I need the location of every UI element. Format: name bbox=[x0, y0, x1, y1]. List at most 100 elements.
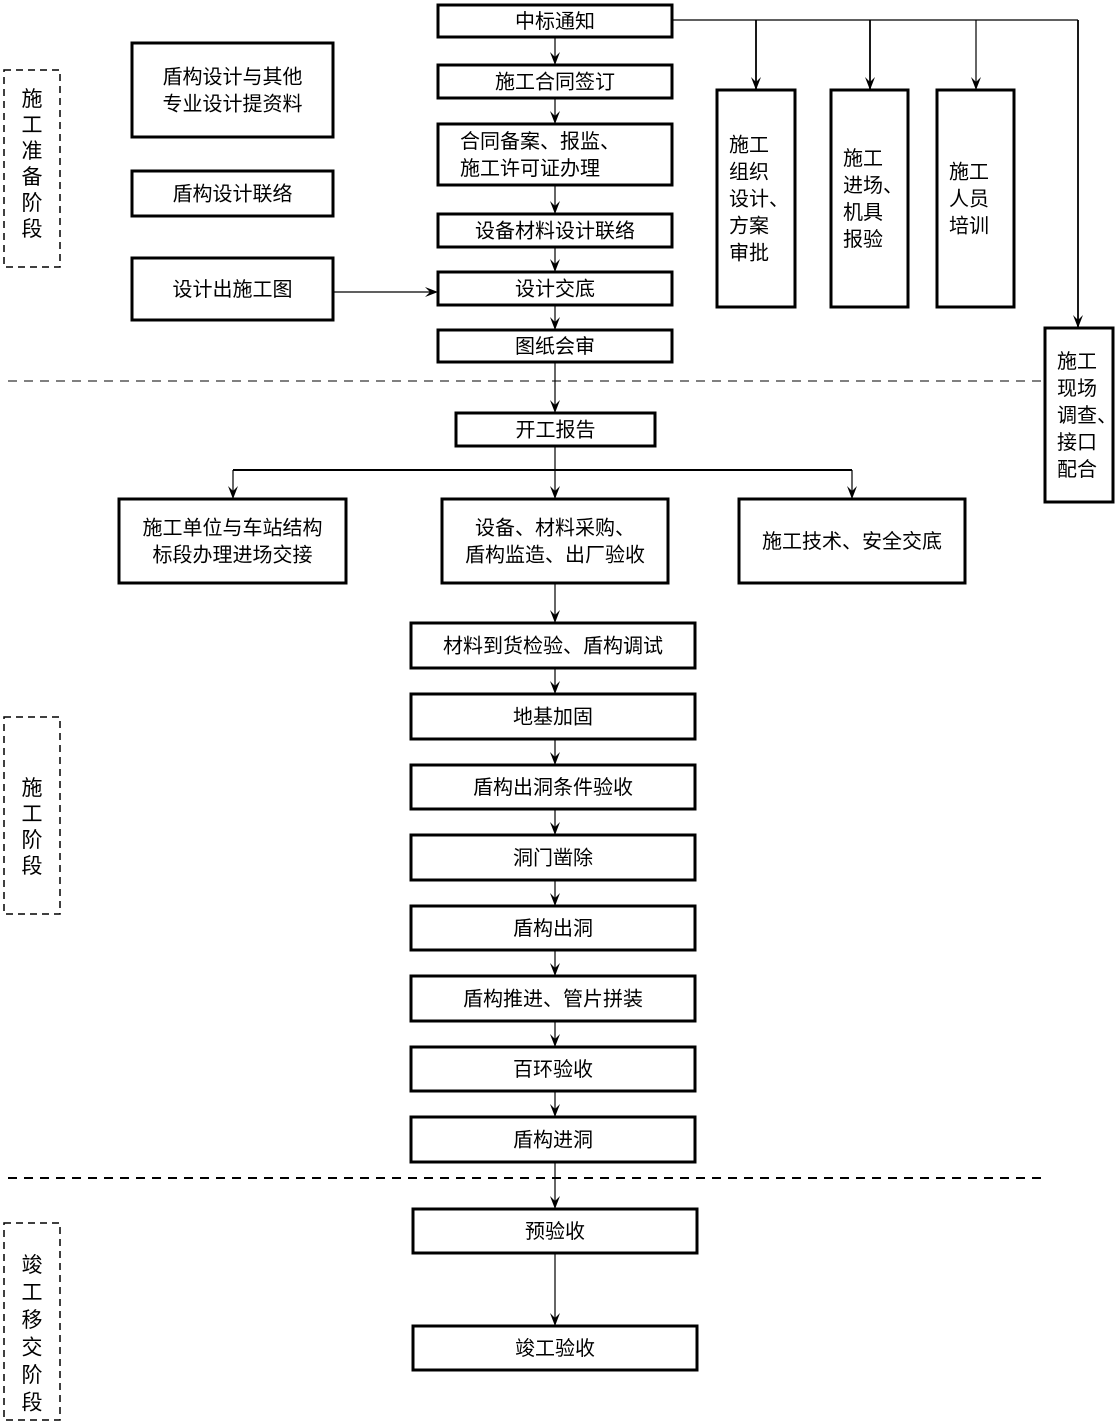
flow-node-dgsj2: 盾构设计联络 bbox=[130, 169, 335, 218]
stage-label-char: 竣 bbox=[22, 1253, 43, 1277]
flow-node-kgbg: 开工报告 bbox=[454, 411, 657, 448]
stage-label-char: 阶 bbox=[22, 828, 43, 852]
node-box bbox=[409, 763, 697, 811]
arrowhead bbox=[550, 1104, 560, 1117]
node-label: 预验收 bbox=[525, 1219, 585, 1243]
flow-node-yys: 预验收 bbox=[411, 1207, 699, 1255]
node-box bbox=[436, 212, 674, 249]
flow-node-bhys: 百环验收 bbox=[409, 1045, 697, 1093]
node-label: 机具 bbox=[843, 200, 883, 224]
node-box bbox=[715, 88, 797, 309]
node-label: 施工技术、安全交底 bbox=[762, 529, 942, 553]
stage-label-char: 施 bbox=[22, 87, 43, 111]
node-label: 中标通知 bbox=[515, 9, 595, 33]
flow-node-sjct: 设计出施工图 bbox=[130, 256, 335, 322]
node-box bbox=[436, 122, 674, 187]
arrowhead bbox=[847, 486, 857, 499]
node-label: 盾构设计联络 bbox=[173, 181, 293, 205]
flow-node-jgys: 竣工验收 bbox=[411, 1324, 699, 1372]
stage-label-char: 工 bbox=[22, 802, 43, 826]
node-label: 百环验收 bbox=[513, 1057, 593, 1081]
node-label: 方案 bbox=[729, 213, 769, 237]
node-box bbox=[436, 270, 674, 307]
arrowhead bbox=[228, 486, 238, 499]
stage-label-char: 交 bbox=[22, 1336, 43, 1360]
arrowhead bbox=[550, 752, 560, 765]
node-label: 盾构进洞 bbox=[513, 1127, 593, 1151]
node-label: 施工 bbox=[843, 146, 883, 170]
flow-node-dgjd: 盾构进洞 bbox=[409, 1115, 697, 1164]
flow-nodes: 中标通知施工合同签订合同备案、报监、施工许可证办理设备材料设计联络设计交底图纸会… bbox=[117, 3, 1117, 1372]
flow-node-zbtz: 中标通知 bbox=[436, 3, 674, 39]
node-box bbox=[409, 1115, 697, 1164]
stage-label-char: 阶 bbox=[22, 191, 43, 215]
node-box bbox=[454, 411, 657, 448]
arrowhead bbox=[550, 1034, 560, 1047]
arrowhead bbox=[550, 486, 560, 499]
node-label: 开工报告 bbox=[516, 417, 596, 441]
stage-label-char: 工 bbox=[22, 1281, 43, 1305]
node-box bbox=[737, 497, 967, 585]
node-box bbox=[117, 497, 348, 585]
flow-node-dgtj: 盾构推进、管片拼装 bbox=[409, 974, 697, 1023]
node-label: 施工许可证办理 bbox=[460, 156, 600, 180]
flow-node-htqd: 施工合同签订 bbox=[436, 63, 674, 100]
node-label: 盾构设计与其他 bbox=[163, 64, 303, 88]
node-label: 施工 bbox=[729, 132, 769, 156]
node-box bbox=[436, 63, 674, 100]
stage-label-char: 阶 bbox=[22, 1363, 43, 1387]
arrowhead bbox=[550, 111, 560, 124]
arrowhead bbox=[751, 77, 761, 90]
node-label: 标段办理进场交接 bbox=[153, 542, 313, 566]
arrowhead bbox=[550, 400, 560, 413]
arrowhead bbox=[550, 201, 560, 214]
arrowhead bbox=[550, 52, 560, 65]
node-label: 配合 bbox=[1057, 457, 1097, 481]
node-box bbox=[130, 256, 335, 322]
node-box bbox=[411, 1324, 699, 1372]
node-label: 洞门凿除 bbox=[513, 845, 593, 869]
node-box bbox=[436, 3, 674, 39]
node-label: 接口 bbox=[1057, 430, 1097, 454]
node-label: 进场、 bbox=[843, 173, 903, 197]
node-box bbox=[409, 692, 697, 741]
arrowhead bbox=[550, 963, 560, 976]
arrowhead bbox=[550, 610, 560, 623]
arrowhead bbox=[550, 681, 560, 694]
node-box bbox=[409, 833, 697, 882]
node-label: 设备材料设计联络 bbox=[475, 218, 635, 242]
stage-label-char: 段 bbox=[22, 1391, 43, 1415]
node-box bbox=[409, 904, 697, 952]
node-label: 报验 bbox=[843, 227, 883, 251]
node-label: 设计出施工图 bbox=[173, 277, 293, 301]
node-box bbox=[1043, 326, 1115, 504]
stage-label-char: 移 bbox=[22, 1308, 43, 1332]
stage-label-char: 准 bbox=[22, 139, 43, 163]
stage-label-char: 施 bbox=[22, 776, 43, 800]
flow-node-cldh: 材料到货检验、盾构调试 bbox=[409, 621, 697, 670]
node-label: 施工合同签订 bbox=[495, 69, 615, 93]
node-box bbox=[411, 1207, 699, 1255]
arrowhead bbox=[550, 1196, 560, 1209]
node-label: 审批 bbox=[729, 240, 769, 264]
arrowhead bbox=[550, 822, 560, 835]
node-box bbox=[436, 328, 674, 364]
node-label: 设计、 bbox=[729, 186, 789, 210]
node-box bbox=[935, 88, 1016, 309]
node-label: 地基加固 bbox=[513, 704, 593, 728]
flow-arrows bbox=[228, 19, 1083, 1326]
arrowhead bbox=[425, 287, 438, 297]
node-label: 组织 bbox=[729, 159, 769, 183]
flow-node-djjg: 地基加固 bbox=[409, 692, 697, 741]
node-label: 盾构推进、管片拼装 bbox=[463, 986, 643, 1010]
stage-dividers bbox=[8, 380, 1045, 1179]
